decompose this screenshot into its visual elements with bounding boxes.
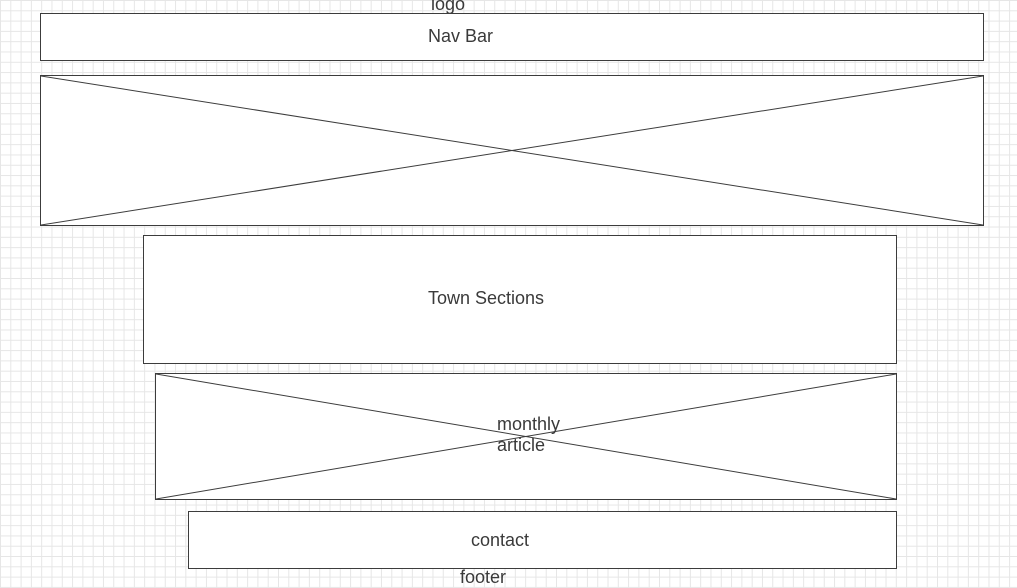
- logo-label: logo: [431, 0, 466, 14]
- footer-label: footer: [460, 567, 507, 587]
- contact-box: [188, 511, 897, 569]
- town-sections-box: [143, 235, 897, 364]
- contact-label: contact: [471, 530, 530, 550]
- image-placeholder-cross: [41, 76, 983, 225]
- monthly-article-placeholder: [155, 373, 897, 500]
- hero-image-placeholder: [40, 75, 984, 226]
- monthly-article-label: monthly article: [497, 414, 561, 455]
- image-placeholder-cross: [156, 374, 896, 499]
- town-sections-label: Town Sections: [428, 288, 545, 308]
- navbar-box: [40, 13, 984, 61]
- navbar-label: Nav Bar: [428, 26, 494, 46]
